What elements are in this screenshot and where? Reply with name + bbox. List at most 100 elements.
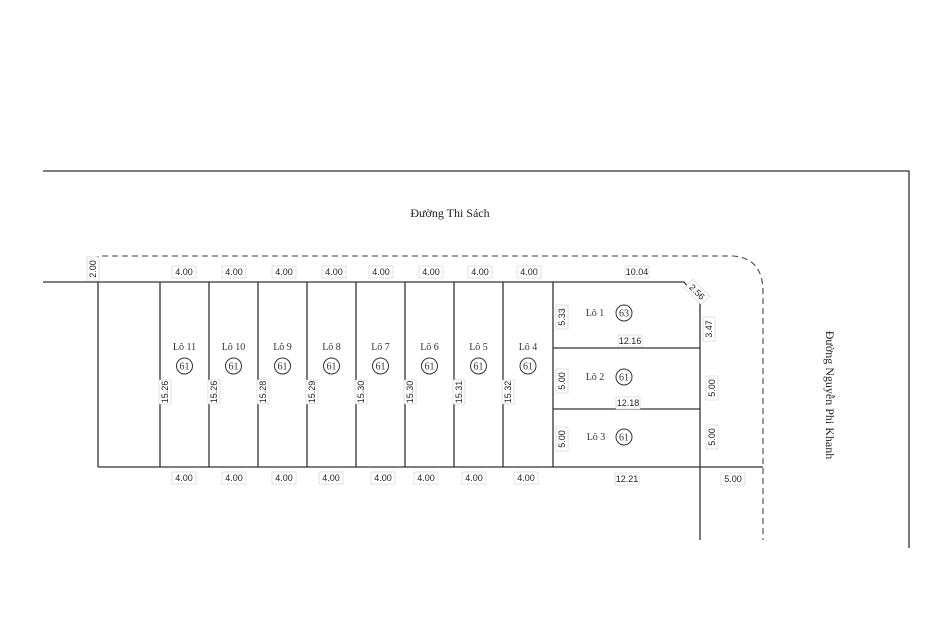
dim-rear-width-text: 4.00 <box>225 473 243 483</box>
dim-rear-width: 4.00 <box>461 471 487 485</box>
road-label-top: Đường Thi Sách <box>410 206 489 220</box>
dim-front-width-text: 4.00 <box>422 267 440 277</box>
dim-rear-width: 4.00 <box>370 471 396 485</box>
dim-rear-width-text: 4.00 <box>417 473 435 483</box>
lot-9-area-circle <box>274 357 291 375</box>
lot-6-area: 61 <box>425 362 435 373</box>
dim-front-width: 4.00 <box>271 265 297 279</box>
dim-depth-text: 15.30 <box>356 381 366 404</box>
dim-depth: 15.26 <box>207 379 221 405</box>
dim-depth-text: 15.26 <box>160 381 170 404</box>
dim-front-width: 4.00 <box>467 265 493 279</box>
dim-lot2-right: 5.00 <box>705 375 719 401</box>
dim-rear-width-text: 4.00 <box>275 473 293 483</box>
dim-front-width: 4.00 <box>321 265 347 279</box>
dim-depth-text: 15.29 <box>307 381 317 404</box>
dim-front-width: 4.00 <box>418 265 444 279</box>
dim-lot2-bottom: 12.18 <box>615 396 641 410</box>
dim-front-width: 4.00 <box>171 265 197 279</box>
lot-5-area-circle <box>470 357 487 375</box>
dim-depth: 15.28 <box>256 379 270 405</box>
lot-9-label: Lô 9 <box>273 342 292 353</box>
lot-6-area-circle <box>421 357 438 375</box>
dim-front-width-text: 4.00 <box>520 267 538 277</box>
lot-4-label: Lô 4 <box>519 342 538 353</box>
dim-depth: 15.30 <box>354 379 368 405</box>
road-outer-edge <box>43 170 910 548</box>
dim-front-width-text: 4.00 <box>225 267 243 277</box>
dim-front-width-text: 4.00 <box>175 267 193 277</box>
lot-2-area: 61 <box>619 373 629 384</box>
dim-sidewalk-text: 5.00 <box>724 474 742 484</box>
dim-lot3-left-text: 5.00 <box>557 430 567 448</box>
dim-lot1-left: 5.33 <box>555 304 569 330</box>
lot-11-area: 61 <box>180 362 190 373</box>
dim-rear-width: 4.00 <box>413 471 439 485</box>
dim-lot1-bottom-text: 12.16 <box>619 336 642 346</box>
lot-10-label: Lô 10 <box>222 342 246 353</box>
dim-lot3-right-text: 5.00 <box>707 428 717 446</box>
lot-5-label: Lô 5 <box>469 342 488 353</box>
dim-front-width: 4.00 <box>368 265 394 279</box>
dim-depth-text: 15.28 <box>258 381 268 404</box>
dim-lot1-bottom: 12.16 <box>617 334 643 348</box>
dim-front-width: 4.00 <box>221 265 247 279</box>
lot-7-label: Lô 7 <box>371 342 390 353</box>
dim-corner-cut: 2.56 <box>683 278 711 306</box>
lot-8-area: 61 <box>327 362 337 373</box>
lot-9-area: 61 <box>278 362 288 373</box>
lot-4-area: 61 <box>523 362 533 373</box>
dim-lot2-left: 5.00 <box>555 368 569 394</box>
lot-10-area-circle <box>225 357 242 375</box>
lot-3-area-circle <box>615 428 633 446</box>
dim-rear-width-text: 4.00 <box>175 473 193 483</box>
lot-1-label: Lô 1 <box>586 308 605 319</box>
dim-rear-width-text: 4.00 <box>374 473 392 483</box>
dim-depth: 15.29 <box>305 379 319 405</box>
lot-2-label: Lô 2 <box>586 372 605 383</box>
dim-lot3-bottom: 12.21 <box>614 472 640 486</box>
dim-front-width-text: 4.00 <box>471 267 489 277</box>
dim-depth-text: 15.32 <box>503 381 513 404</box>
dim-front-width-text: 4.00 <box>325 267 343 277</box>
lot-8-label: Lô 8 <box>322 342 341 353</box>
dim-lot1-front: 10.04 <box>624 265 650 279</box>
dim-rear-width: 4.00 <box>513 471 539 485</box>
dim-rear-width-text: 4.00 <box>465 473 483 483</box>
lot-11-area-circle <box>176 357 193 375</box>
dim-front-width: 4.00 <box>516 265 542 279</box>
lot-3-area: 61 <box>619 433 629 444</box>
lot-7-area: 61 <box>376 362 386 373</box>
lot-1-area: 63 <box>619 309 629 320</box>
lot-4-area-circle <box>519 357 537 375</box>
dim-lot1-right: 3.47 <box>702 316 716 342</box>
dim-lot1-front-text: 10.04 <box>626 267 649 277</box>
setback-line <box>97 255 764 540</box>
dim-depth: 15.26 <box>158 379 172 405</box>
dim-setback-text: 2.00 <box>88 260 98 278</box>
dim-rear-width: 4.00 <box>271 471 297 485</box>
dim-sidewalk: 5.00 <box>720 472 746 486</box>
lot-boundary-front <box>43 281 701 540</box>
dim-lot2-right-text: 5.00 <box>707 379 717 397</box>
dim-lot3-left: 5.00 <box>555 426 569 452</box>
lot-7-area-circle <box>372 357 389 375</box>
dim-depth: 15.32 <box>501 379 515 405</box>
dim-front-width-text: 4.00 <box>275 267 293 277</box>
lot-8-area-circle <box>323 357 340 375</box>
dim-rear-width-text: 4.00 <box>322 473 340 483</box>
dim-front-width-text: 4.00 <box>372 267 390 277</box>
dim-rear-width: 4.00 <box>171 471 197 485</box>
dim-lot3-right: 5.00 <box>705 424 719 450</box>
dim-depth: 15.31 <box>452 379 466 405</box>
dim-setback: 2.00 <box>86 256 100 282</box>
lot-10-area: 61 <box>229 362 239 373</box>
dim-rear-width: 4.00 <box>318 471 344 485</box>
lot-6-label: Lô 6 <box>420 342 439 353</box>
dim-lot2-left-text: 5.00 <box>557 372 567 390</box>
dim-lot3-bottom-text: 12.21 <box>616 474 639 484</box>
lot-5-area: 61 <box>474 362 484 373</box>
dim-rear-width: 4.00 <box>221 471 247 485</box>
dim-depth-text: 15.30 <box>405 381 415 404</box>
